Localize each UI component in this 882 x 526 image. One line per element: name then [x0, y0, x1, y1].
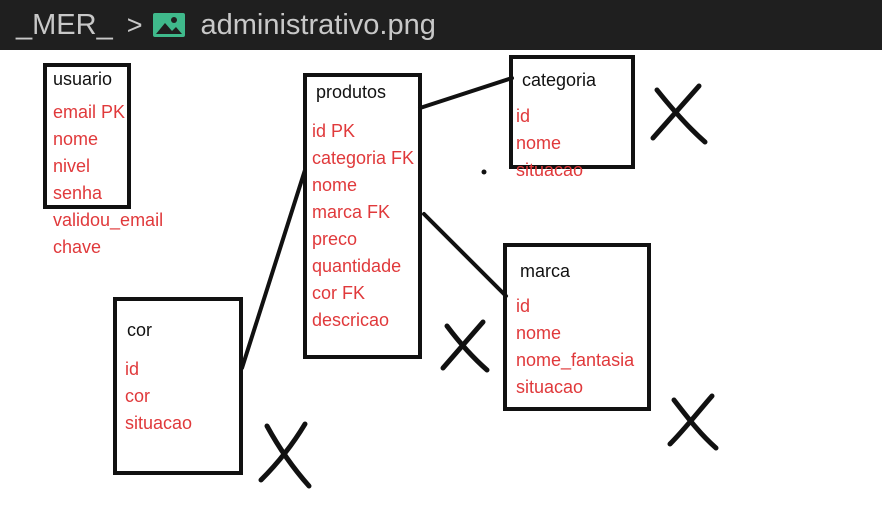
cor-attribute: cor [125, 386, 151, 406]
entity-categoria-box[interactable] [509, 55, 635, 169]
cor-attribute: id [125, 359, 140, 379]
diagram-canvas: usuario email PK nome nivel senha valido… [0, 50, 882, 526]
relationship-produtos-marca [422, 212, 508, 298]
usuario-attribute: validou_email [53, 210, 164, 230]
title-bar: _MER_ > administrativo.png [0, 0, 882, 50]
usuario-attribute: nome [53, 129, 99, 149]
cor-attribute: situacao [125, 413, 193, 433]
marca-attribute: id [516, 296, 531, 316]
breadcrumb-folder[interactable]: _MER_ [16, 8, 113, 41]
produtos-attribute: quantidade [312, 256, 402, 276]
entity-categoria-title: categoria [522, 70, 597, 90]
relationship-lines [240, 76, 514, 370]
categoria-attribute: id [516, 106, 531, 126]
produtos-attribute: descricao [312, 310, 390, 330]
entity-produtos-title: produtos [316, 82, 387, 102]
marca-attribute: nome [516, 323, 562, 343]
produtos-attribute: preco [312, 229, 358, 249]
file-name[interactable]: administrativo.png [200, 8, 436, 41]
usuario-attribute: nivel [53, 156, 91, 176]
produtos-attribute: cor FK [312, 283, 366, 303]
entity-produtos-box[interactable] [303, 73, 422, 359]
marca-attribute: situacao [516, 377, 584, 397]
entity-marca-box[interactable] [503, 243, 651, 411]
entity-usuario-box[interactable] [43, 63, 131, 209]
x-mark-cor [258, 421, 312, 489]
marca-attribute: nome_fantasia [516, 350, 635, 370]
relationship-produtos-categoria [418, 76, 514, 110]
x-mark-marca [667, 393, 719, 451]
produtos-attribute: marca FK [312, 202, 391, 222]
image-file-icon [153, 13, 186, 37]
entity-cor-title: cor [127, 320, 153, 340]
entity-usuario-title: usuario [53, 69, 113, 89]
categoria-attribute: nome [516, 133, 562, 153]
relationship-produtos-cor [240, 168, 307, 370]
produtos-attribute: nome [312, 175, 358, 195]
usuario-attribute: chave [53, 237, 102, 257]
produtos-attribute: id PK [312, 121, 356, 141]
stray-dot [481, 169, 487, 175]
x-mark-categoria [650, 83, 708, 145]
usuario-attribute: senha [53, 183, 103, 203]
breadcrumb-separator: > [126, 9, 143, 40]
produtos-attribute: categoria FK [312, 148, 415, 168]
x-mark-produtos [440, 319, 490, 373]
entity-cor-box[interactable] [113, 297, 243, 475]
categoria-attribute: situacao [516, 160, 584, 180]
usuario-attribute: email PK [53, 102, 126, 122]
entity-marca-title: marca [520, 261, 571, 281]
